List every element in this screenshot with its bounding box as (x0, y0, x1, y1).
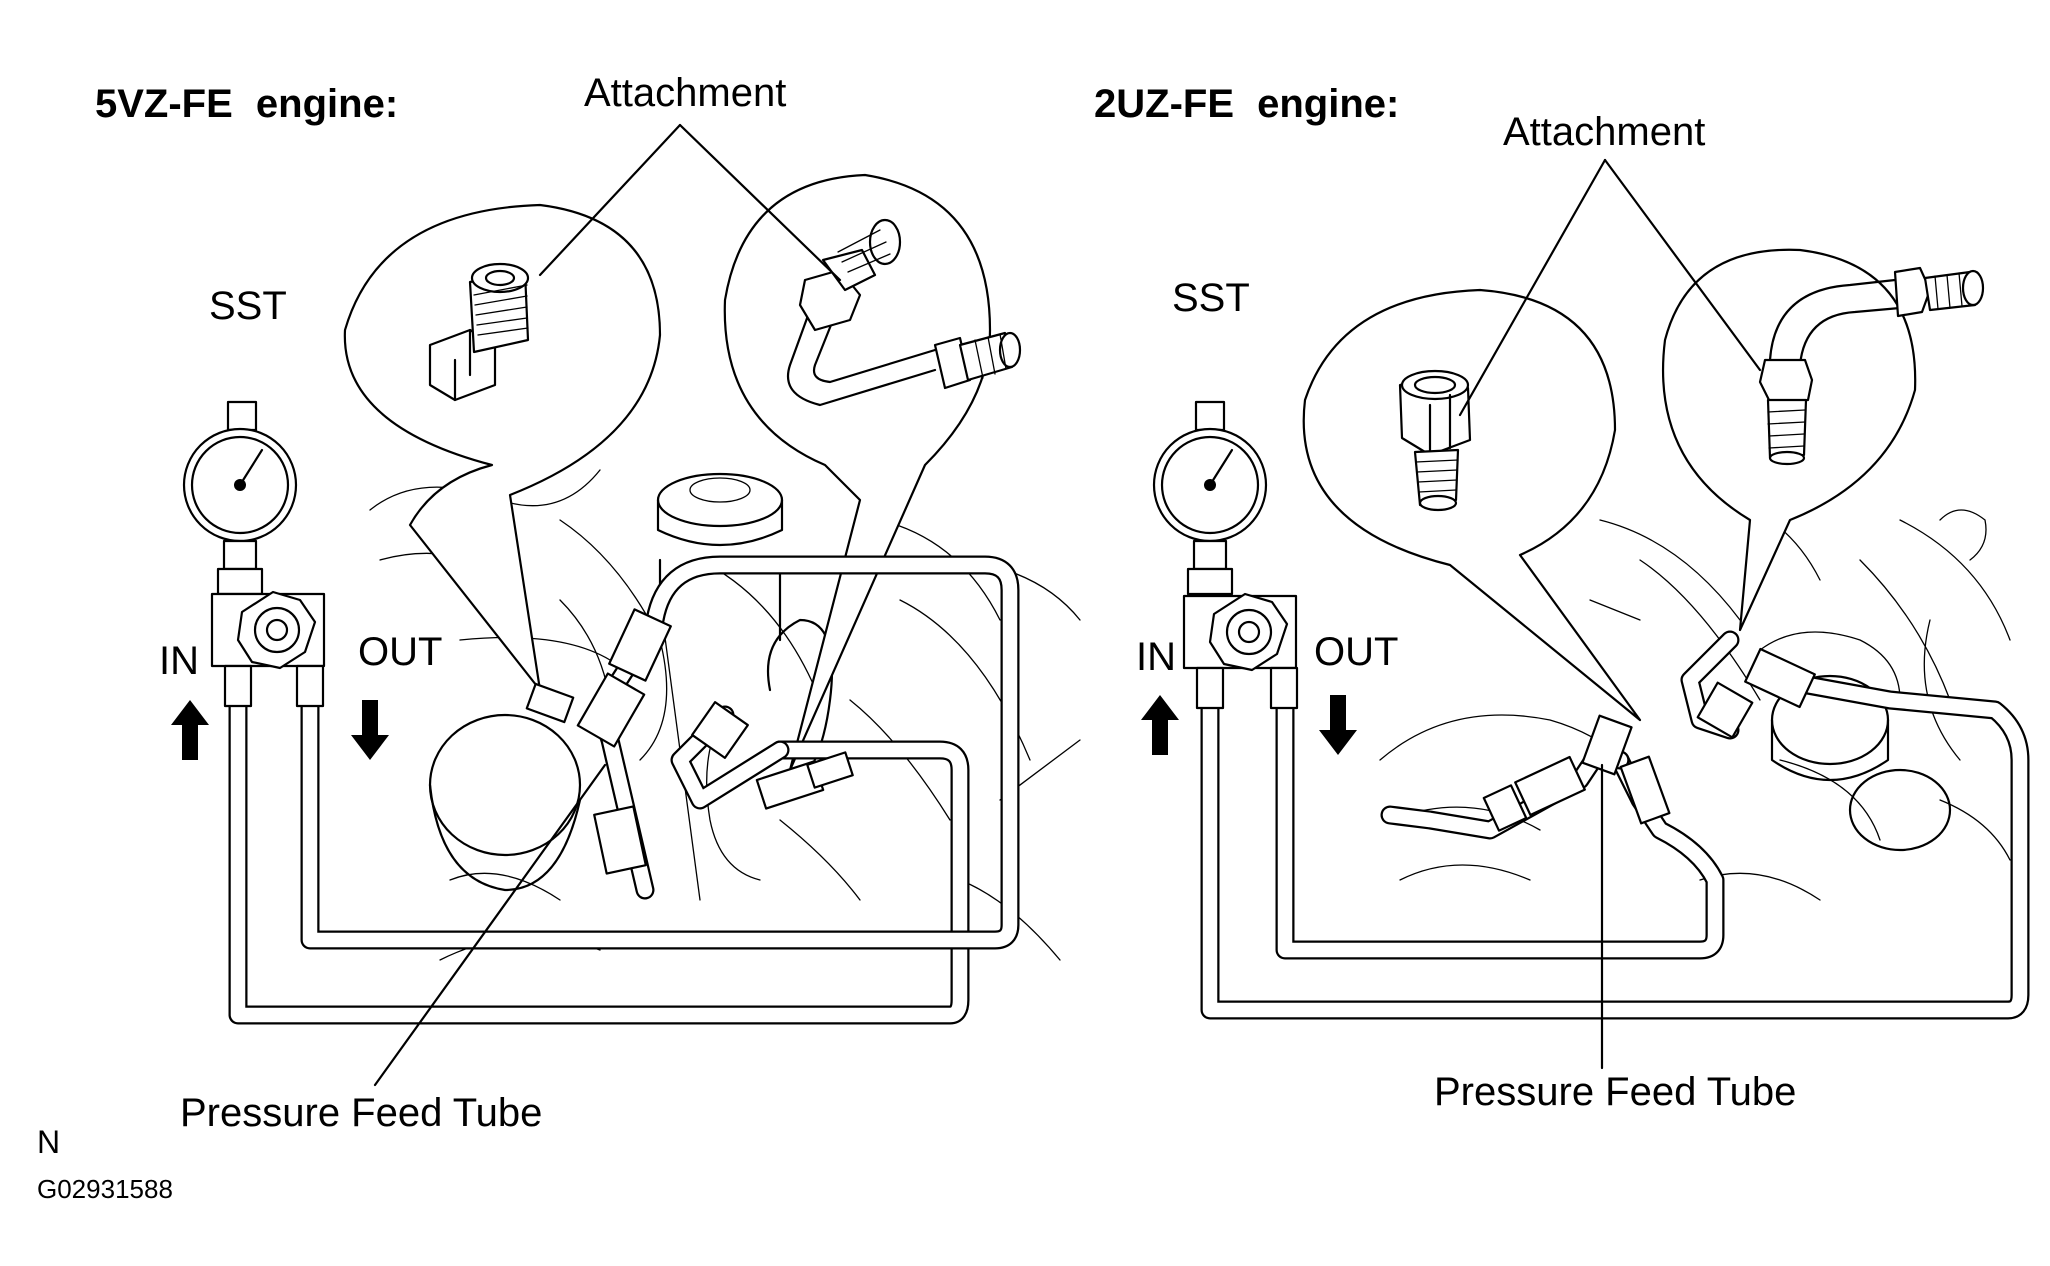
left-attachment-straight (428, 262, 530, 402)
right-engine-title: 2UZ-FE engine: (1094, 82, 1400, 126)
right-attachment-leaders (1458, 158, 1762, 417)
left-gauge-assembly (182, 400, 326, 708)
right-attachment-label: Attachment (1503, 110, 1706, 154)
left-pressure-feed-leader (373, 763, 607, 1087)
left-attachment-bent (786, 218, 1022, 407)
left-engine-title: 5VZ-FE engine: (95, 82, 399, 126)
left-pressure-feed-tube-label: Pressure Feed Tube (180, 1091, 543, 1135)
right-out-arrow-icon (1319, 695, 1357, 755)
left-attachment-leaders (538, 123, 842, 282)
left-in-arrow-icon (171, 700, 209, 760)
left-callout-bubble-1 (343, 203, 662, 692)
figure-code: G02931588 (37, 1174, 173, 1204)
left-in-label: IN (159, 639, 199, 683)
right-fittings (1482, 647, 1816, 832)
footer-letter: N (37, 1124, 61, 1160)
right-hoses (1200, 630, 2030, 1020)
right-pressure-feed-tube-label: Pressure Feed Tube (1434, 1070, 1797, 1114)
right-attachment-straight (1398, 369, 1472, 512)
right-attachment-elbow (1758, 266, 1985, 466)
left-attachment-label: Attachment (584, 71, 787, 115)
right-gauge-assembly (1152, 400, 1299, 710)
left-out-label: OUT (358, 630, 443, 674)
right-in-label: IN (1136, 635, 1176, 679)
right-out-label: OUT (1314, 630, 1399, 674)
right-callout-bubble-1 (1302, 288, 1642, 722)
left-fittings (525, 608, 854, 875)
right-sst-label: SST (1172, 276, 1250, 320)
left-sst-label: SST (209, 284, 287, 328)
left-out-arrow-icon (351, 700, 389, 760)
right-in-arrow-icon (1141, 695, 1179, 755)
